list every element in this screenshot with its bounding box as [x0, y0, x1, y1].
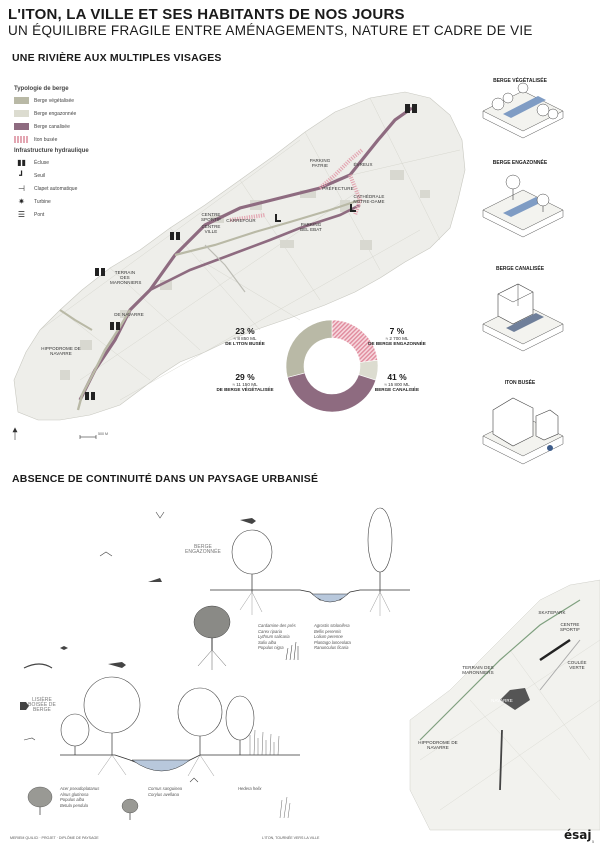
panel-label-engazonnee: BERGE ENGAZONNÉE	[492, 160, 548, 166]
panel-busee-drawing	[482, 397, 564, 465]
label-centre-sportif-map2: CENTRE SPORTIF	[559, 622, 581, 632]
poster-title: L'ITON, LA VILLE ET SES HABITANTS DE NOS…	[8, 6, 405, 23]
label-coulee-map2: COULÉE VERTE	[567, 660, 587, 670]
section-title-rivers: UNE RIVIÈRE AUX MULTIPLES VISAGES	[12, 52, 222, 64]
label-centre-ville: CENTRE VILLE	[201, 224, 221, 234]
label-cathedrale: CATHÉDRALE NOTRE-DAME	[353, 194, 385, 204]
plant-list-2: Agrostis stolonifera Bellis perennis Lol…	[314, 623, 351, 650]
bank-typology-donut-chart	[285, 319, 379, 413]
map-legend: Typologie de berge Berge végétalisée Ber…	[14, 82, 134, 223]
turbine-icon: ✷	[18, 197, 25, 206]
label-hippodrome-map2: HIPPODROME DE NAVARRE	[418, 740, 458, 750]
label-skatepark-map2: SKATEPARK	[538, 610, 566, 615]
stat-canalisee: 41 % ≈ 15 800 ML BERGE CANALISÉE	[374, 372, 420, 392]
label-terrain-maronniers: TERRAIN DES MARONNIERS	[110, 270, 142, 285]
weir-icon: ┛	[19, 171, 24, 180]
footer-left: MERIEM QUILICI · PROJET · DIPLÔME DE PAY…	[10, 836, 99, 840]
footer-center: L'ITON, TOURNÉE VERS LA VILLE	[262, 836, 320, 840]
poster-subtitle: UN ÉQUILIBRE FRAGILE ENTRE AMÉNAGEMENTS,…	[8, 23, 533, 38]
label-terrain-map2: TERRAIN DES MARONNIERS	[462, 665, 494, 675]
stat-vegetalisee: 29 % ≈ 11 150 ML DE BERGE VÉGÉTALISÉE	[216, 372, 274, 392]
legend-item-clapet: ⊣Clapet automatique	[14, 184, 134, 193]
legend-item-canalisee: Berge canalisée	[14, 122, 134, 131]
label-parking-bel-ebat: PARKING BEL EBAT	[300, 222, 322, 232]
legend-item-seuil: ┛Seuil	[14, 171, 134, 180]
legend-item-engazonnee: Berge engazonnée	[14, 109, 134, 118]
section-title-continuity: ABSENCE DE CONTINUITÉ DANS UN PAYSAGE UR…	[12, 473, 319, 485]
legend-item-busee: Iton busée	[14, 135, 134, 144]
panel-canalisee-drawing	[482, 283, 564, 352]
valve-icon: ⊣	[18, 184, 25, 193]
label-hippodrome: HIPPODROME DE NAVARRE	[41, 346, 81, 356]
footer-logo: ésaj	[564, 828, 592, 842]
plant-list-4: Cornus sanguinea Corylus avellana	[148, 786, 182, 797]
label-de-navarre: DE NAVARRE	[114, 312, 144, 317]
stat-engazonnee: 7 % ≈ 2 700 ML DE BERGE ENGAZONNÉE	[368, 326, 426, 346]
panel-label-vegetalisee: BERGE VÉGÉTALISÉE	[493, 78, 547, 84]
legend-item-vegetalisee: Berge végétalisée	[14, 96, 134, 105]
label-berge-engazonnee-section: BERGE ENGAZONNÉE	[184, 544, 221, 555]
map-scale-label: 500 M	[98, 432, 108, 436]
plant-list-5: Hedera helix	[238, 786, 262, 791]
label-parking-patrie: PARKING PATRIE	[309, 158, 331, 168]
plant-list-3: Acer pseudoplatanus Alnus glutinosa Popu…	[60, 786, 100, 808]
plant-list-1: Cardamine des prés Carex riparia Lythrum…	[258, 623, 296, 650]
panel-vegetalisee-drawing	[482, 82, 564, 139]
panel-label-canalisee: BERGE CANALISÉE	[495, 266, 545, 272]
bridge-icon: ☰	[17, 210, 26, 219]
legend-infra-title: Infrastructure hydraulique	[14, 148, 89, 154]
label-navarre-map2: NAVARRE	[491, 698, 513, 703]
panel-engazonnee-drawing	[482, 174, 564, 238]
footer-page-number: 5	[592, 840, 594, 844]
donut-slice-vegetalisee	[285, 319, 333, 378]
legend-item-ecluse: ▮▮Écluse	[14, 158, 134, 167]
panel-label-busee: ITON BUSÉE	[504, 380, 536, 386]
label-centre-sportif: CENTRE SPORTIF	[200, 212, 222, 222]
stat-busee: 23 % ≈ 8 850 ML DE L'ITON BUSÉE	[225, 326, 265, 346]
legend-item-pont: ☰Pont	[14, 210, 134, 219]
label-prefecture: PRÉFECTURE	[322, 186, 354, 191]
label-carrefour: CARREFOUR	[226, 218, 256, 223]
label-evreux: ÉVREUX	[353, 162, 373, 167]
lock-icon: ▮▮	[17, 158, 26, 167]
legend-typologie-title: Typologie de berge	[14, 86, 69, 92]
legend-item-turbine: ✷Turbine	[14, 197, 134, 206]
label-lisiere-section: LISIÈRE BOISÉE DE BERGE	[28, 697, 56, 713]
